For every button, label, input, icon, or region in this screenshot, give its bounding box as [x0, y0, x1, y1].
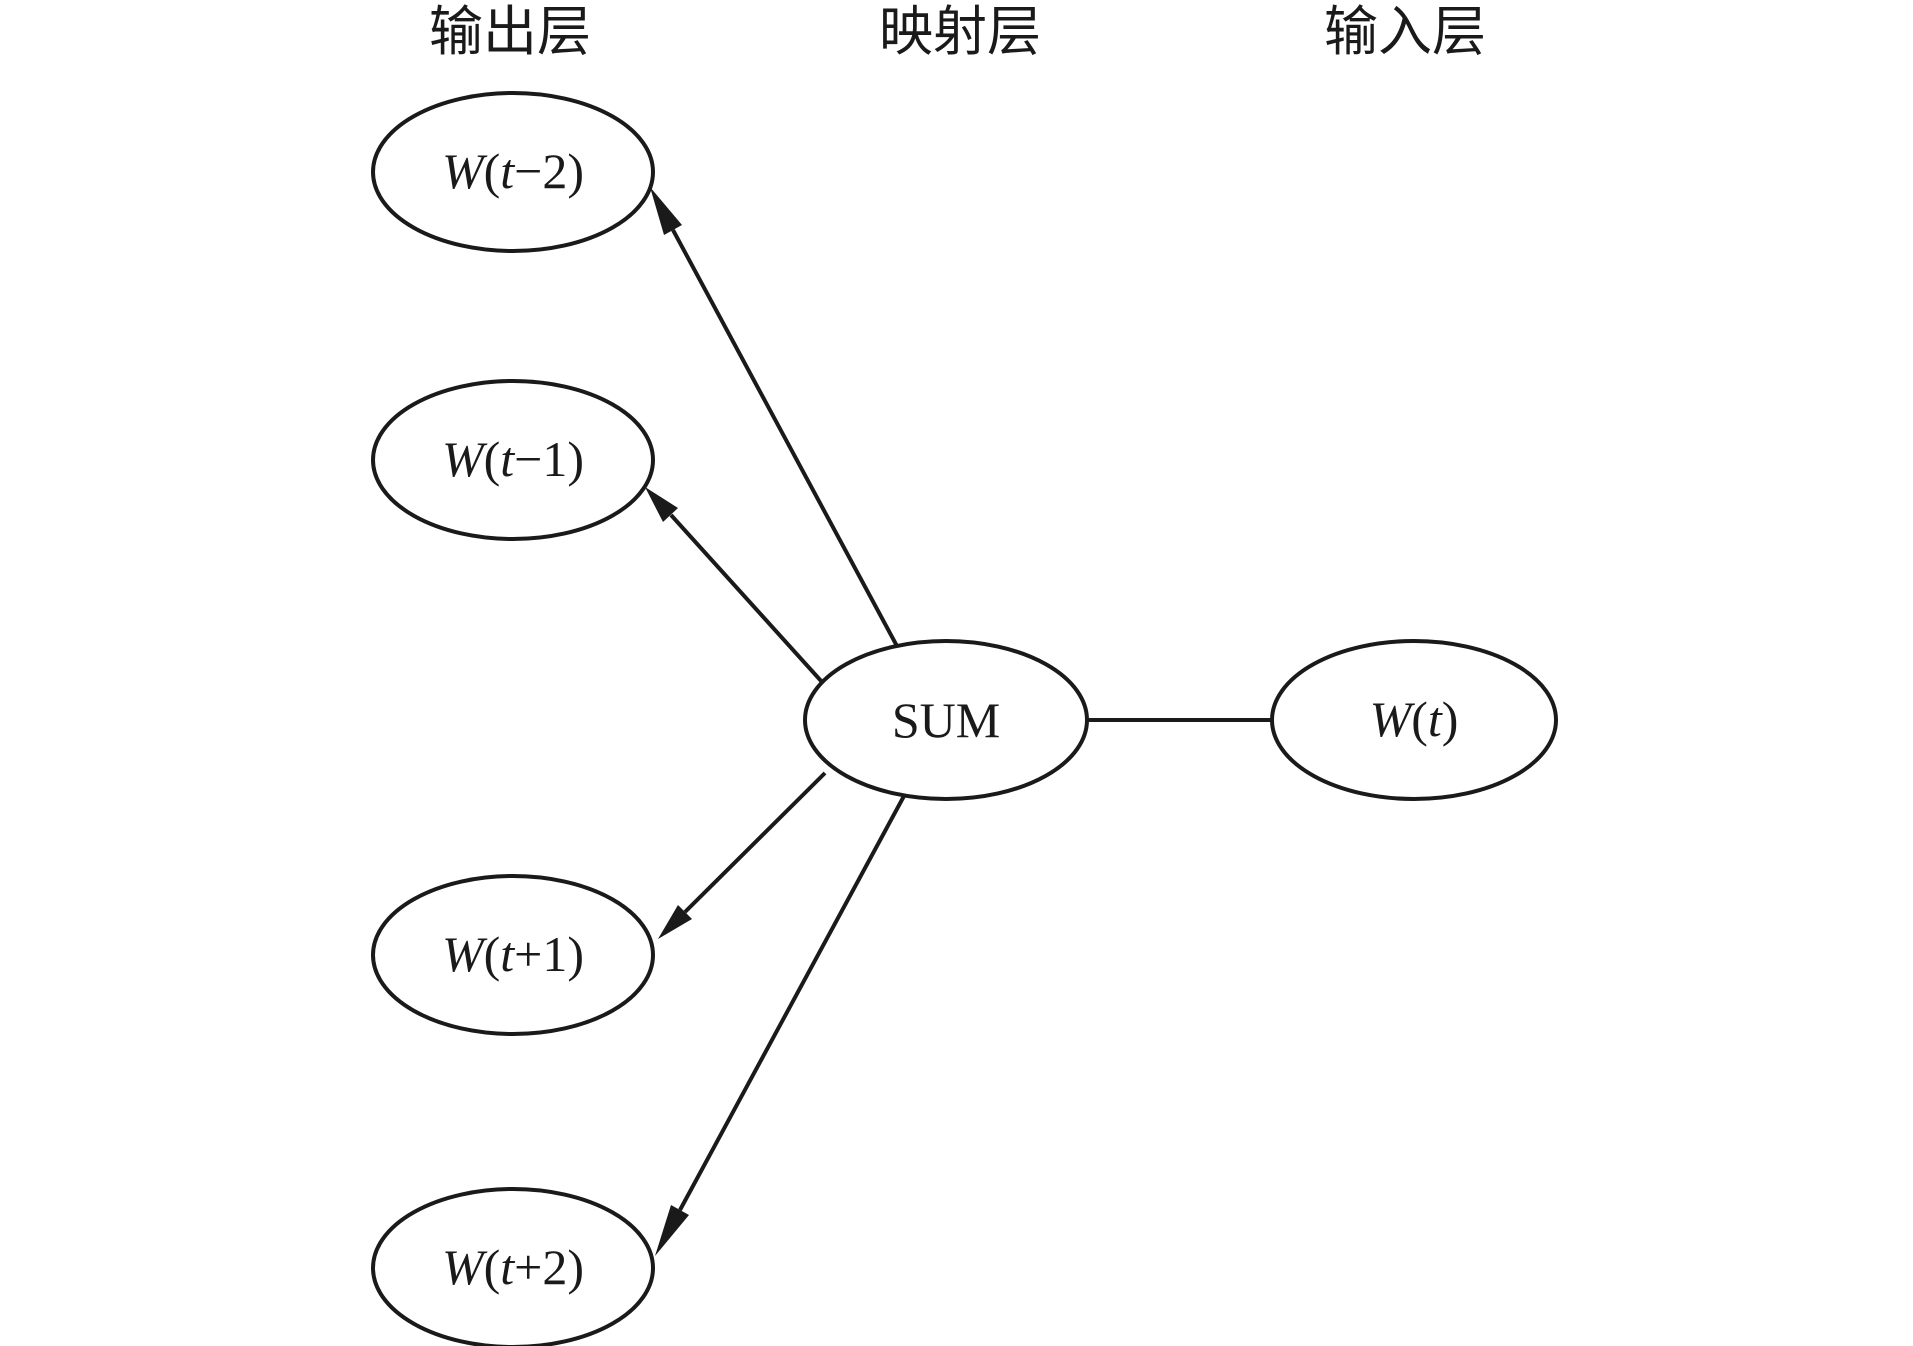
t-symbol: t [500, 1239, 515, 1295]
open-paren: ( [484, 143, 501, 199]
offset-text: −2) [514, 143, 584, 199]
w-symbol: W [1370, 691, 1416, 747]
close-paren: ) [1442, 691, 1459, 747]
t-symbol: t [500, 431, 515, 487]
node-sum: SUM [803, 639, 1089, 801]
node-w-t-minus-1-ellipse [371, 379, 655, 541]
arrowhead-w-t-plus-1 [658, 905, 692, 939]
node-w-t-minus-1: W(t−1) [371, 379, 655, 541]
w-symbol: W [442, 143, 488, 199]
offset-text: +1) [514, 926, 584, 982]
node-w-t-minus-2-label: W(t−2) [442, 143, 584, 199]
offset-text: +2) [514, 1239, 584, 1295]
node-w-t-minus-2-ellipse [371, 91, 655, 253]
w-symbol: W [442, 1239, 488, 1295]
open-paren: ( [484, 431, 501, 487]
projection-layer-label: 映射层 [879, 0, 1041, 63]
node-sum-label: SUM [892, 692, 1000, 748]
node-w-t-plus-1-ellipse [371, 874, 655, 1036]
output-layer-label: 输出层 [429, 0, 591, 63]
w-symbol: W [442, 431, 488, 487]
input-layer-label: 输入层 [1324, 0, 1486, 63]
arrowhead-w-t-minus-1 [645, 487, 678, 522]
edge-sum-to-w-t-plus-2 [678, 795, 906, 1211]
node-w-t-plus-1: W(t+1) [371, 874, 655, 1036]
node-sum-ellipse [803, 639, 1089, 801]
open-paren: ( [484, 926, 501, 982]
w-symbol: W [442, 926, 488, 982]
arrowhead-w-t-plus-2 [655, 1205, 689, 1256]
node-w-t-plus-2: W(t+2) [371, 1187, 655, 1346]
node-w-t-minus-2: W(t−2) [371, 91, 655, 253]
offset-text: −1) [514, 431, 584, 487]
node-w-t-minus-1-label: W(t−1) [442, 431, 584, 487]
edge-sum-to-w-t-minus-1 [669, 513, 824, 684]
edge-sum-to-w-t-minus-2 [671, 229, 900, 649]
t-symbol: t [1428, 691, 1443, 747]
node-w-t-plus-1-label: W(t+1) [442, 926, 584, 982]
node-w-t: W(t) [1270, 639, 1558, 801]
node-w-t-plus-2-ellipse [371, 1187, 655, 1346]
node-w-t-ellipse [1270, 639, 1558, 801]
edge-sum-to-w-t-plus-1 [683, 771, 827, 914]
arrowhead-w-t-minus-2 [650, 187, 682, 235]
node-w-t-plus-2-label: W(t+2) [442, 1239, 584, 1295]
t-symbol: t [500, 926, 515, 982]
open-paren: ( [1411, 691, 1428, 747]
t-symbol: t [500, 143, 515, 199]
open-paren: ( [484, 1239, 501, 1295]
edges [645, 187, 1272, 1256]
node-w-t-label: W(t) [1370, 691, 1459, 747]
